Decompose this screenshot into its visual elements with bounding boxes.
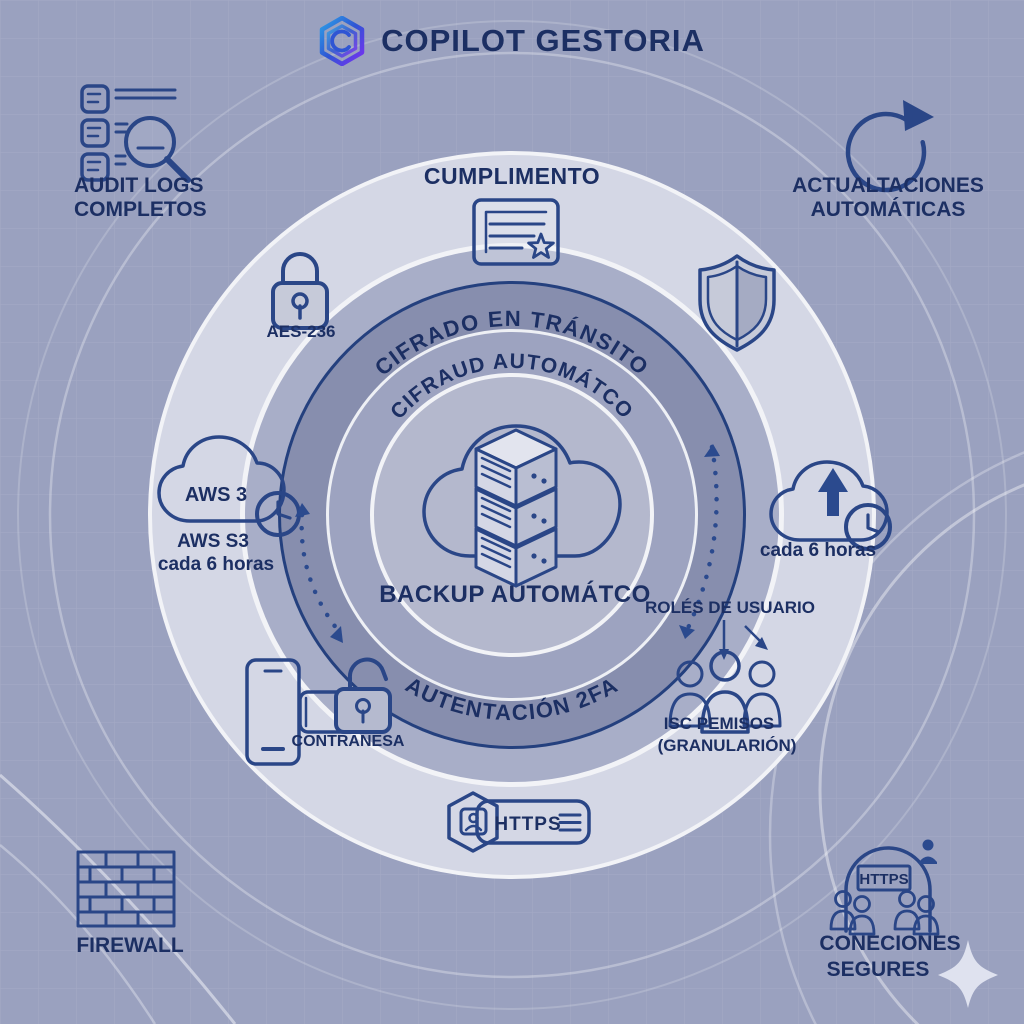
connections-label-line2: SEGURES — [827, 958, 930, 981]
magnifier-icon — [124, 116, 176, 168]
aws-cloud-icon: AWS 3 — [157, 435, 301, 537]
sync-caption: cada 6 horas — [760, 540, 876, 561]
dotted-arrow-right — [679, 444, 720, 639]
upload-arrow-icon — [818, 468, 848, 492]
aes-label: AES-236 — [267, 322, 336, 341]
sparkle-icon — [938, 940, 998, 1008]
id-card-icon — [459, 807, 488, 836]
audit-logs-icon — [80, 84, 191, 183]
secure-connections-icon: HTTPS — [829, 839, 940, 936]
permissions-line1: ISC PEMISOS — [664, 714, 775, 733]
app-title: COPILOT GESTORIA — [381, 23, 705, 58]
cumplimiento-label: CUMPLIMENTO — [424, 163, 600, 189]
shield-icon — [698, 254, 776, 352]
admin-person-icon — [919, 839, 937, 864]
password-label: CONTRANESA — [292, 733, 405, 750]
aws-caption-line2: cada 6 horas — [158, 554, 274, 575]
backup-label: BACKUP AUTOMÁTCO — [379, 580, 651, 608]
updates-label-line2: AUTOMÁTICAS — [811, 198, 966, 221]
upload-cloud-icon — [769, 460, 892, 551]
user-group-icon — [668, 650, 782, 734]
audit-label-line2: COMPLETOS — [74, 198, 207, 221]
decorative-arcs — [0, 20, 1024, 1024]
header: COPILOT GESTORIA — [0, 16, 1024, 66]
arch-icon — [844, 846, 932, 933]
copilot-logo-icon — [319, 16, 365, 66]
aws-cloud-label: AWS 3 — [185, 484, 247, 506]
arch-https-label: HTTPS — [859, 871, 908, 888]
roles-title: ROLÉS DE USUARIO — [645, 598, 815, 617]
https-pill-label: HTTPS — [494, 814, 561, 835]
firewall-icon — [76, 850, 176, 928]
dotted-arrow-left — [295, 503, 343, 643]
aws-caption-line1: AWS S3 — [177, 531, 249, 552]
menu-lines-icon — [558, 813, 582, 832]
certificate-icon — [472, 198, 560, 266]
open-lock-icon — [298, 657, 392, 734]
updates-label-line1: ACTUALTACIONES — [792, 174, 984, 197]
audit-label-line1: AUDIT LOGS — [74, 174, 204, 197]
refresh-icon — [845, 100, 934, 193]
permissions-line2: (GRANULARIÓN) — [658, 736, 797, 755]
lock-icon — [271, 252, 329, 330]
backup-cloud-icon — [422, 424, 622, 588]
https-badge: HTTPS — [447, 791, 591, 853]
clock-icon — [844, 503, 892, 551]
connections-label-line1: CONECIONES — [819, 932, 960, 955]
firewall-label: FIREWALL — [76, 934, 183, 957]
